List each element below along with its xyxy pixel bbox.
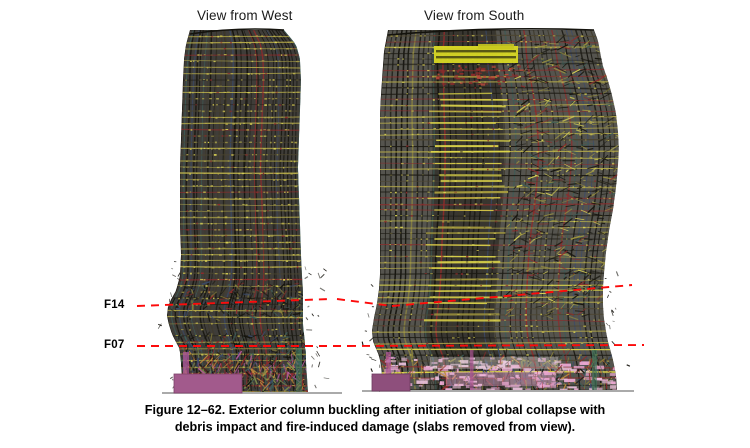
view-title-west: View from West	[197, 8, 293, 23]
floor-line-f07-seg2	[347, 344, 645, 347]
floor-line-f14-seg1	[136, 298, 331, 307]
floor-line-f14-seg2	[336, 298, 393, 307]
floor-line-f14-seg3	[391, 284, 633, 307]
view-title-south: View from South	[424, 8, 525, 23]
ground-and-base-blocks	[162, 373, 634, 394]
floor-level-annotations	[136, 284, 645, 347]
caption-line-2: debris impact and fire-induced damage (s…	[174, 420, 576, 434]
floor-label-f14: F14	[104, 299, 125, 311]
building-model-south	[361, 27, 631, 393]
base-block-west	[173, 373, 243, 394]
floor-label-f07: F07	[104, 339, 125, 351]
base-block-south	[371, 373, 411, 392]
building-model-west	[157, 28, 330, 392]
figure-caption: Figure 12–62. Exterior column buckling a…	[0, 402, 750, 436]
caption-line-1: Figure 12–62. Exterior column buckling a…	[144, 403, 606, 417]
